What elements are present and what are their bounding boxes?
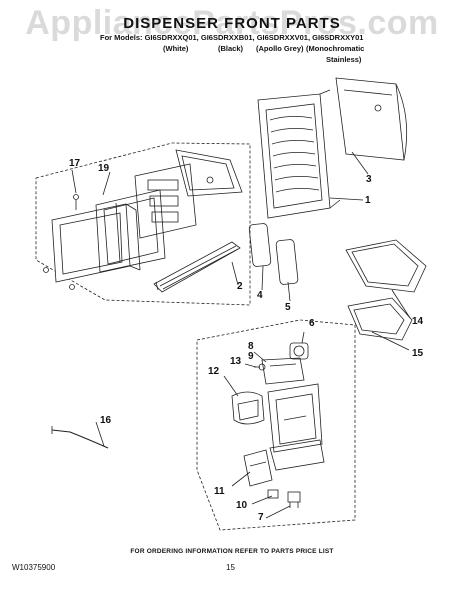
callout-19: 19 [98, 163, 110, 174]
callout-9: 9 [248, 351, 254, 362]
part-19-upper-housing [175, 149, 243, 197]
callout-4: 4 [257, 290, 263, 301]
part-4-pad [248, 223, 272, 267]
variant-white: (White) [163, 44, 189, 53]
document-number: W10375900 [12, 563, 56, 572]
part-7-switch [287, 491, 301, 508]
part-17-dispenser-panel [43, 194, 141, 290]
callout-17: 17 [69, 158, 81, 169]
part-2-drip-grille [153, 241, 241, 293]
part-lower-housing [267, 383, 323, 453]
callout-5: 5 [285, 302, 291, 313]
assembly-boundary-left [35, 142, 251, 306]
variant-apollo-grey: (Apollo Grey) [256, 44, 304, 53]
callout-1: 1 [365, 195, 371, 206]
part-control-board [134, 163, 197, 239]
part-11-paddle [243, 449, 273, 487]
models-line: For Models: GI6SDRXXQ01, GI6SDRXXB01, GI… [100, 33, 364, 42]
part-6-motor [289, 342, 309, 360]
part-5-pad [275, 239, 299, 285]
callout-3: 3 [366, 174, 372, 185]
part-15-tray-base [347, 297, 413, 341]
assembly-boundary-lower [196, 319, 356, 531]
callout-15: 15 [412, 348, 424, 359]
callout-2: 2 [237, 281, 243, 292]
callout-11: 11 [214, 486, 225, 497]
callout-14: 14 [412, 316, 424, 327]
callout-8: 8 [248, 341, 254, 352]
callout-13: 13 [230, 356, 242, 367]
callout-12: 12 [208, 366, 220, 377]
part-bottom-bracket [269, 439, 325, 471]
variant-stainless: Stainless) [326, 55, 362, 64]
variant-black: (Black) [218, 44, 244, 53]
page-number: 15 [226, 563, 235, 572]
part-10-clip [267, 489, 279, 499]
ordering-info: FOR ORDERING INFORMATION REFER TO PARTS … [130, 548, 334, 555]
variant-monochromatic: (Monochromatic [306, 44, 365, 53]
callout-7: 7 [258, 512, 264, 523]
page-title: DISPENSER FRONT PARTS [123, 15, 341, 32]
part-12-lever [231, 391, 265, 425]
callout-16: 16 [100, 415, 112, 426]
part-3-cover [335, 77, 408, 161]
callout-6: 6 [309, 318, 315, 329]
watermark: AppliancePartsPros.com [25, 4, 439, 42]
part-1-dispenser-housing [257, 89, 341, 219]
part-8-actuator [261, 357, 305, 385]
part-16-rod [51, 426, 109, 449]
part-14-drip-tray [345, 239, 427, 293]
callout-10: 10 [236, 500, 248, 511]
